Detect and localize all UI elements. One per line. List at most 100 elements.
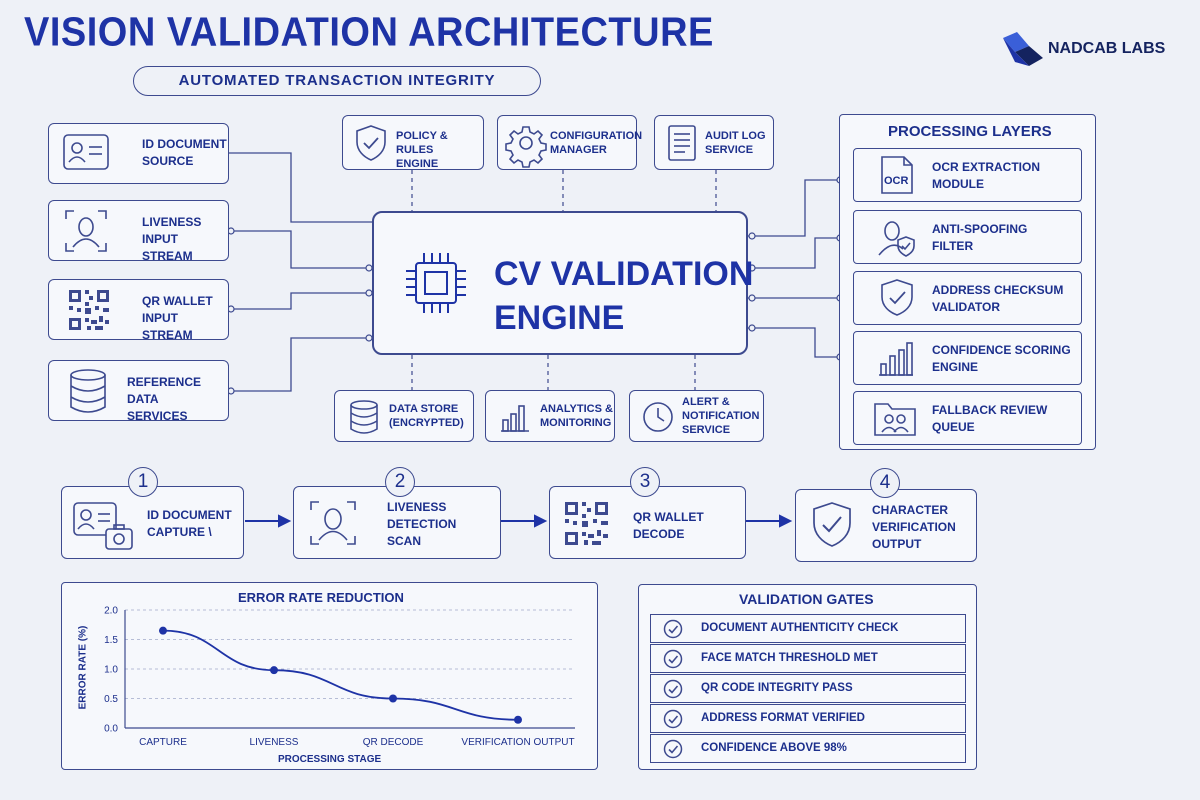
- gear-icon: [505, 126, 547, 168]
- service-configuration: CONFIGURATION MANAGER: [497, 115, 642, 170]
- layer-label: OCR EXTRACTION MODULE: [932, 160, 1040, 191]
- ocr-icon-text: OCR: [884, 175, 909, 187]
- step-label: LIVENESS DETECTION SCAN: [387, 500, 457, 548]
- validation-gate-label: DOCUMENT AUTHENTICITY CHECK: [701, 622, 899, 634]
- database-icon: [350, 400, 378, 434]
- service-analytics: ANALYTICS & MONITORING: [485, 390, 615, 442]
- id-card-icon: [63, 134, 109, 170]
- step-3-number: 3: [630, 467, 660, 497]
- ocr-file-icon: [881, 156, 913, 194]
- service-label: DATA STORE (ENCRYPTED): [389, 403, 464, 429]
- qr-code-icon: [69, 290, 109, 330]
- validation-gate-label: FACE MATCH THRESHOLD MET: [701, 652, 878, 664]
- input-liveness-stream: LIVENESS INPUT STREAM: [48, 200, 229, 263]
- shield-check-icon: [813, 502, 851, 547]
- step-2-number: 2: [385, 467, 415, 497]
- validation-gate-row: CONFIDENCE ABOVE 98%: [650, 734, 966, 763]
- check-circle-icon: [663, 619, 683, 639]
- step-3-qr-decode: QR WALLET DECODE: [549, 486, 746, 559]
- service-audit-log: AUDIT LOG SERVICE: [654, 115, 774, 170]
- y-tick-label: 1.0: [104, 665, 118, 676]
- layer-anti-spoofing: ANTI-SPOOFING FILTER: [853, 210, 1082, 264]
- service-label: CONFIGURATION MANAGER: [550, 130, 643, 156]
- id-camera-icon: [73, 502, 133, 550]
- validation-gates-title: VALIDATION GATES: [739, 591, 874, 607]
- clock-icon: [643, 402, 673, 432]
- brand-name: NADCAB LABS: [1048, 40, 1166, 57]
- service-label: ALERT & NOTIFICATION SERVICE: [682, 396, 760, 436]
- validation-gate-label: ADDRESS FORMAT VERIFIED: [701, 712, 865, 724]
- step-1-id-capture: ID DOCUMENT CAPTURE \: [61, 486, 244, 559]
- series-line: [162, 629, 519, 721]
- check-circle-icon: [663, 739, 683, 759]
- input-id-document-source: ID DOCUMENT SOURCE: [48, 123, 229, 184]
- qr-code-icon: [565, 502, 608, 545]
- layer-label: FALLBACK REVIEW QUEUE: [932, 403, 1048, 434]
- document-icon: [668, 125, 696, 161]
- validation-gate-row: ADDRESS FORMAT VERIFIED: [650, 704, 966, 733]
- input-reference-data: REFERENCE DATA SERVICES: [48, 360, 229, 423]
- chart-title: ERROR RATE REDUCTION: [238, 590, 404, 605]
- validation-gate-label: QR CODE INTEGRITY PASS: [701, 682, 853, 694]
- layer-label: ANTI-SPOOFING FILTER: [932, 222, 1028, 253]
- y-tick-label: 2.0: [104, 606, 118, 617]
- input-label: QR WALLET INPUT STREAM: [142, 294, 213, 342]
- input-label: LIVENESS INPUT STREAM: [142, 215, 202, 263]
- data-point: [514, 715, 522, 724]
- input-qr-wallet-stream: QR WALLET INPUT STREAM: [48, 279, 229, 342]
- x-tick-label: LIVENESS: [250, 737, 299, 748]
- validation-gate-row: DOCUMENT AUTHENTICITY CHECK: [650, 614, 966, 643]
- service-label: POLICY & RULES ENGINE: [396, 130, 448, 170]
- layer-fallback-review: FALLBACK REVIEW QUEUE: [853, 391, 1082, 445]
- layer-label: CONFIDENCE SCORING ENGINE: [932, 343, 1071, 374]
- step-label: ID DOCUMENT CAPTURE \: [147, 508, 232, 539]
- validation-gate-row: QR CODE INTEGRITY PASS: [650, 674, 966, 703]
- page-subtitle: AUTOMATED TRANSACTION INTEGRITY: [133, 66, 541, 96]
- layer-label: ADDRESS CHECKSUM VALIDATOR: [932, 283, 1064, 314]
- engine-label: CV VALIDATION ENGINE: [494, 255, 754, 337]
- brand-logo-icon: [1003, 32, 1043, 66]
- input-label: REFERENCE DATA SERVICES: [127, 375, 202, 423]
- shield-check-icon: [356, 125, 386, 161]
- layer-ocr-extraction: OCR OCR EXTRACTION MODULE: [853, 148, 1082, 202]
- page-title: VISION VALIDATION ARCHITECTURE: [24, 10, 714, 56]
- y-tick-label: 1.5: [104, 635, 118, 646]
- step-label: CHARACTER VERIFICATION OUTPUT: [872, 503, 956, 551]
- database-icon: [70, 369, 106, 413]
- y-tick-label: 0.0: [104, 724, 118, 735]
- service-label: AUDIT LOG SERVICE: [705, 130, 766, 156]
- check-circle-icon: [663, 679, 683, 699]
- face-scan-icon: [65, 210, 107, 252]
- error-rate-chart-panel: [61, 582, 598, 770]
- service-label: ANALYTICS & MONITORING: [540, 403, 613, 429]
- check-circle-icon: [663, 709, 683, 729]
- data-point: [270, 666, 278, 675]
- step-4-number: 4: [870, 468, 900, 498]
- y-tick-label: 0.5: [104, 694, 118, 705]
- step-1-number: 1: [128, 467, 158, 497]
- data-point: [389, 694, 397, 703]
- cv-validation-engine: [372, 211, 748, 355]
- step-4-verification-output: CHARACTER VERIFICATION OUTPUT: [795, 489, 977, 562]
- bar-chart-icon: [879, 342, 913, 376]
- x-tick-label: CAPTURE: [139, 737, 187, 748]
- face-scan-icon: [310, 501, 356, 545]
- shield-check-icon: [881, 279, 913, 316]
- step-label: QR WALLET DECODE: [633, 510, 704, 541]
- service-data-store: DATA STORE (ENCRYPTED): [334, 390, 474, 442]
- layer-address-checksum: ADDRESS CHECKSUM VALIDATOR: [853, 271, 1082, 325]
- input-label: ID DOCUMENT SOURCE: [142, 137, 227, 168]
- validation-gate-row: FACE MATCH THRESHOLD MET: [650, 644, 966, 673]
- chart-xlabel: PROCESSING STAGE: [278, 754, 382, 765]
- face-shield-icon: [878, 221, 915, 257]
- x-tick-label: VERIFICATION OUTPUT: [461, 737, 574, 748]
- x-tick-label: QR DECODE: [363, 737, 424, 748]
- processing-layers-title: PROCESSING LAYERS: [888, 123, 1052, 140]
- folder-users-icon: [874, 403, 916, 436]
- bar-chart-icon: [501, 405, 529, 432]
- validation-gate-label: CONFIDENCE ABOVE 98%: [701, 742, 847, 754]
- layer-confidence-scoring: CONFIDENCE SCORING ENGINE: [853, 331, 1082, 385]
- service-alerts: ALERT & NOTIFICATION SERVICE: [629, 390, 764, 442]
